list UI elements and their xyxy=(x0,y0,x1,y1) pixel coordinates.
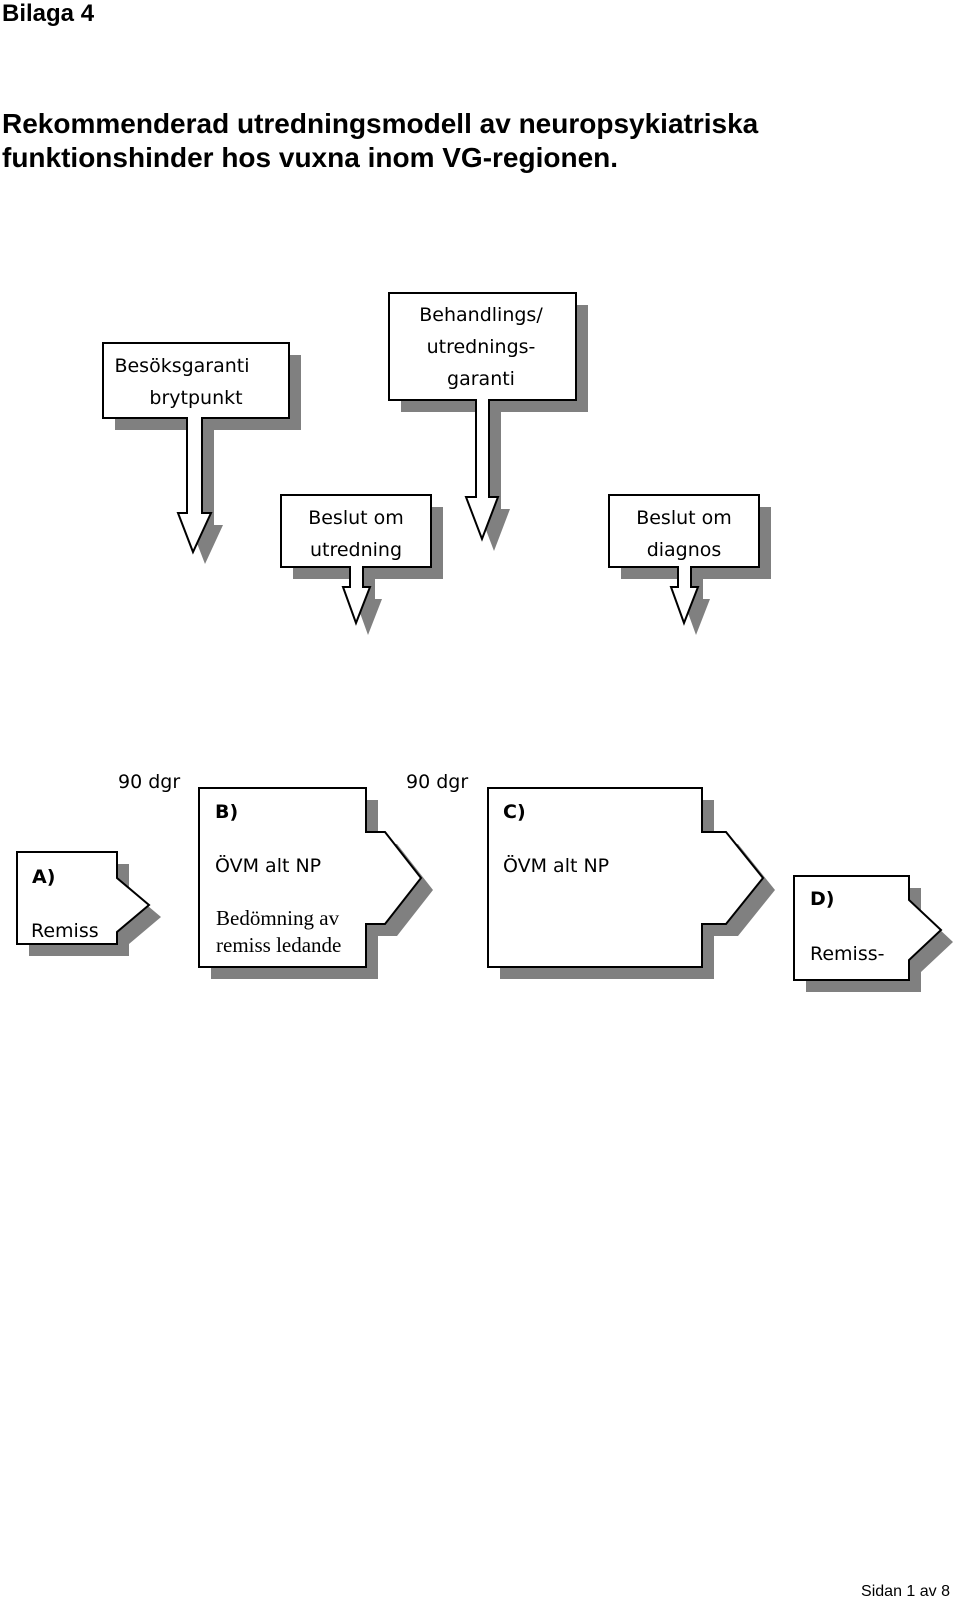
stage-c: C) ÖVM alt NP xyxy=(487,787,775,979)
milestone-beslut-utredning-line-2: utredning xyxy=(310,539,402,561)
duration-label-1: 90 dgr xyxy=(118,771,180,793)
stage-d-letter: D) xyxy=(810,888,834,910)
milestone-besoksgaranti-callout xyxy=(102,342,290,555)
milestone-beslut-utredning-callout xyxy=(280,494,432,626)
milestone-besoksgaranti-line-1: Besöksgaranti xyxy=(114,355,249,377)
document-title-line-2: funktionshinder hos vuxna inom VG-region… xyxy=(2,142,619,173)
stage-b-text-2: Bedömning av xyxy=(216,906,340,930)
milestone-beslut-diagnos-line-2: diagnos xyxy=(647,539,722,561)
milestone-beslut-utredning: Beslut om utredning xyxy=(280,494,443,635)
milestone-besoksgaranti: Besöksgaranti brytpunkt xyxy=(102,342,301,564)
attachment-label: Bilaga 4 xyxy=(2,0,95,27)
stage-b-text: ÖVM alt NP xyxy=(215,854,321,877)
stage-d: D) Remiss- xyxy=(793,875,953,992)
page-number: Sidan 1 av 8 xyxy=(861,1583,950,1600)
stage-b: B) ÖVM alt NP Bedömning av remiss ledand… xyxy=(198,787,433,979)
stage-b-letter: B) xyxy=(215,801,238,823)
stage-c-text: ÖVM alt NP xyxy=(503,854,609,877)
duration-label-2: 90 dgr xyxy=(406,771,468,793)
stage-c-arrow xyxy=(487,787,765,968)
milestone-behandlingsgaranti-line-2: utrednings- xyxy=(427,336,536,358)
stage-c-letter: C) xyxy=(503,801,526,823)
stage-d-text: Remiss- xyxy=(810,943,884,965)
stage-a-text: Remiss xyxy=(31,920,99,942)
milestone-beslut-diagnos-line-1: Beslut om xyxy=(636,507,732,529)
milestone-beslut-utredning-line-1: Beslut om xyxy=(308,507,404,529)
stage-a-arrow xyxy=(16,851,151,945)
stage-b-text-3: remiss ledande xyxy=(216,933,341,957)
stage-a-letter: A) xyxy=(32,866,55,888)
milestone-behandlingsgaranti-line-1: Behandlings/ xyxy=(419,304,543,326)
milestone-behandlingsgaranti-callout xyxy=(388,292,577,542)
milestone-beslut-diagnos-callout xyxy=(608,494,760,626)
document-title-line-1: Rekommenderad utredningsmodell av neurop… xyxy=(2,108,759,139)
milestone-behandlingsgaranti-line-3: garanti xyxy=(447,368,515,390)
milestone-behandlingsgaranti: Behandlings/ utrednings- garanti xyxy=(388,292,588,551)
milestone-besoksgaranti-line-2: brytpunkt xyxy=(149,387,242,409)
stage-d-arrow xyxy=(793,875,943,981)
stage-b-arrow xyxy=(198,787,423,968)
document-title: Rekommenderad utredningsmodell av neurop… xyxy=(2,107,758,175)
milestone-beslut-diagnos: Beslut om diagnos xyxy=(608,494,771,635)
stage-a: A) Remiss xyxy=(16,851,161,956)
